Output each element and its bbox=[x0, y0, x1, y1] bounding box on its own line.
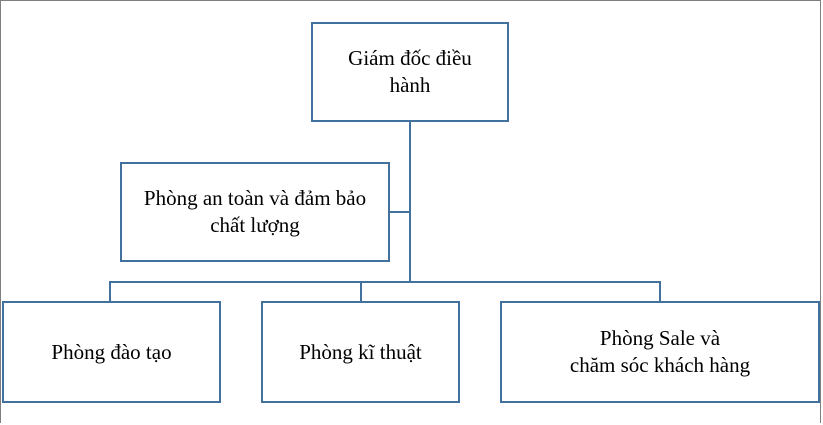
node-sales-line2: chăm sóc khách hàng bbox=[569, 353, 751, 377]
node-ceo: Giám đốc điều hành bbox=[311, 22, 509, 122]
node-sales-department: Phòng Sale và chăm sóc khách hàng bbox=[500, 301, 820, 403]
node-training-line1: Phòng đào tạo bbox=[51, 339, 172, 364]
node-technical-line1: Phòng kĩ thuật bbox=[299, 339, 422, 364]
node-qa-line2: chất lượng bbox=[210, 213, 300, 237]
node-sales-line1: Phòng Sale và bbox=[599, 326, 721, 350]
node-technical-department: Phòng kĩ thuật bbox=[261, 301, 460, 403]
node-ceo-line1: Giám đốc điều bbox=[348, 46, 472, 70]
node-training-department: Phòng đào tạo bbox=[2, 301, 221, 403]
node-ceo-line2: hành bbox=[389, 73, 431, 97]
node-qa-line1: Phòng an toàn và đảm bảo bbox=[143, 186, 367, 210]
node-qa-department: Phòng an toàn và đảm bảo chất lượng bbox=[120, 162, 390, 262]
